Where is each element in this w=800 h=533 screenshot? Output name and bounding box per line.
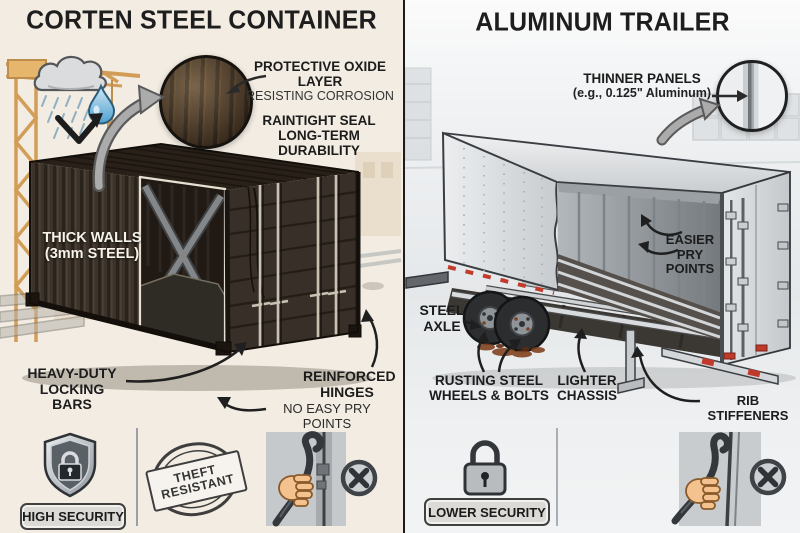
no-pry-points-label: NO EASY PRY POINTS xyxy=(283,401,371,431)
shield-lock-icon xyxy=(43,432,97,498)
door-lock-rods xyxy=(725,198,749,360)
rusting-wheels-label: RUSTING STEEL WHEELS & BOLTS xyxy=(429,373,549,404)
thin-panel-magnifier xyxy=(716,60,788,132)
steel-container-illustration xyxy=(22,142,372,391)
interior-ribs xyxy=(577,192,706,307)
cross-circle-icon xyxy=(340,459,378,497)
oxide-layer-magnifier xyxy=(159,55,253,149)
bottom-row-divider-right xyxy=(556,428,558,526)
easier-pry-label: EASIER PRY POINTS xyxy=(665,232,715,277)
hand xyxy=(278,474,314,507)
rib-stiffeners-label: RIB STIFFENERS xyxy=(707,393,789,423)
right-panel-title: ALUMINUM TRAILER xyxy=(475,7,730,37)
aluminum-trailer-illustration xyxy=(405,131,796,394)
corten-steel-panel: CORTEN STEEL CONTAINER xyxy=(0,5,402,530)
background-structures-right xyxy=(344,152,402,290)
panel-divider xyxy=(403,0,405,533)
steel-axle-label: STEEL AXLE xyxy=(419,302,465,334)
lighter-chassis-label: LIGHTER CHASSIS xyxy=(556,373,617,404)
thinner-panels-label: THINNER PANELS (e.g., 0.125" Aluminum) xyxy=(572,71,712,101)
tandem-wheels xyxy=(462,290,551,353)
crowbar-hand-icon xyxy=(266,431,346,527)
locking-bars-label: HEAVY-DUTY LOCKING BARS xyxy=(27,365,117,413)
raintight-seal-label: RAINTIGHT SEAL LONG-TERM DURABILITY xyxy=(262,113,376,159)
high-security-badge: HIGH SECURITY xyxy=(20,503,126,530)
reinforced-hinges-label: REINFORCED HINGES xyxy=(303,368,396,400)
left-panel-title: CORTEN STEEL CONTAINER xyxy=(26,5,377,35)
crowbar-hand-icon-right xyxy=(671,431,761,527)
theft-resistant-stamp: THEFT RESISTANT xyxy=(140,431,253,527)
padlock-icon xyxy=(463,440,507,496)
thick-walls-label: THICK WALLS (3mm STEEL) xyxy=(42,230,142,263)
hand xyxy=(685,477,721,510)
lower-security-badge: LOWER SECURITY xyxy=(424,498,550,526)
rain-cloud-icon xyxy=(33,55,116,139)
water-drop-icon xyxy=(87,83,116,125)
bottom-row-divider-left xyxy=(136,428,138,526)
locking-bars xyxy=(251,175,347,347)
cross-circle-icon-right xyxy=(749,458,787,496)
oxide-layer-label: PROTECTIVE OXIDE LAYER RESISTING CORROSI… xyxy=(246,59,394,104)
rain-lines-icon xyxy=(41,95,89,139)
door-hinges xyxy=(777,203,789,328)
